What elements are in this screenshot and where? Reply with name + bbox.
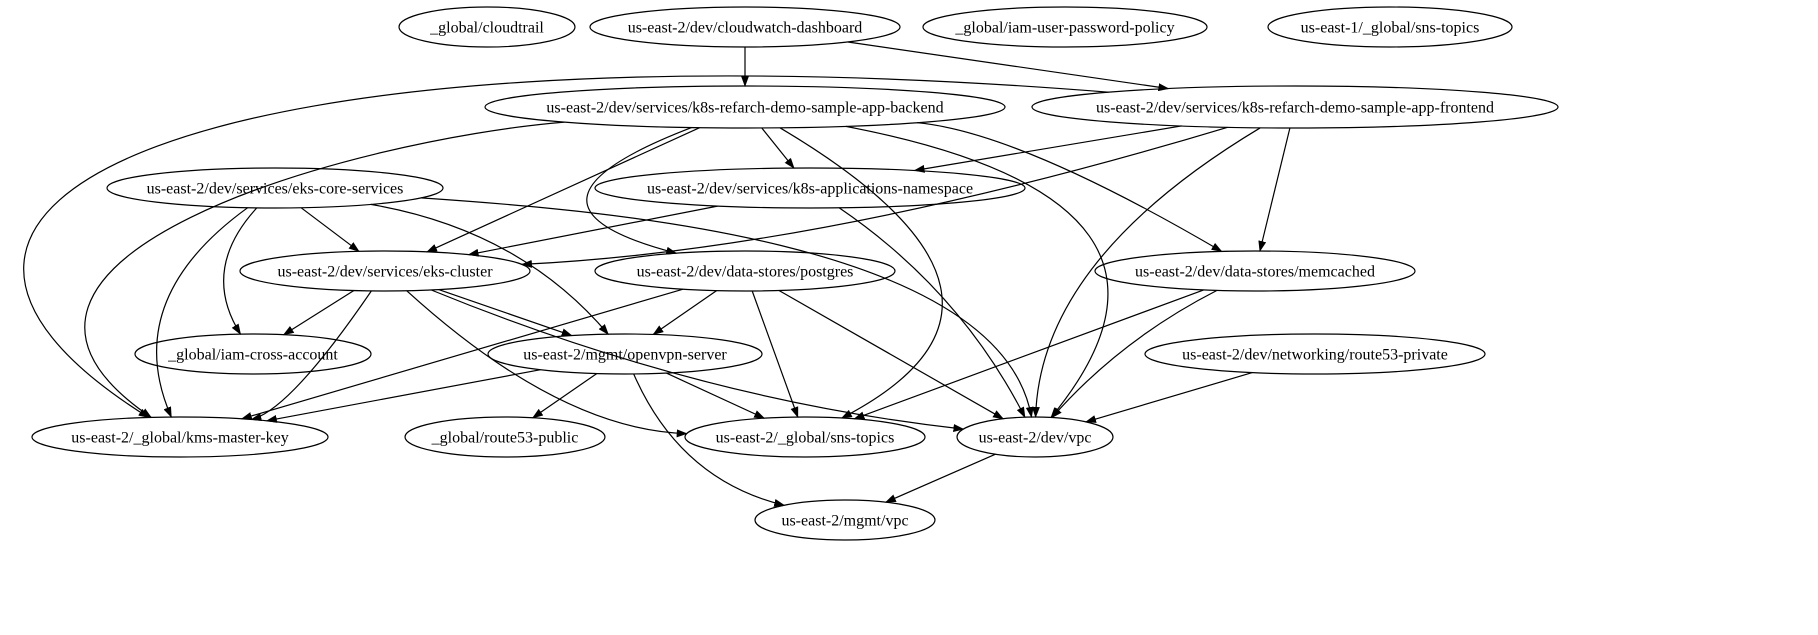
node-label-iam-cross-account: _global/iam-cross-account bbox=[167, 347, 338, 364]
edge-eks-cluster--openvpn-server bbox=[438, 289, 573, 337]
edge-k8s-backend--memcached bbox=[916, 122, 1223, 252]
node-iam-cross-account bbox=[134, 333, 372, 375]
edge-eks-cluster--iam-cross-account bbox=[282, 289, 355, 336]
edge-k8s-backend--eks-cluster bbox=[426, 127, 700, 253]
edge-k8s-frontend--kms-master-key bbox=[23, 75, 1109, 419]
edge-k8s-namespace--eks-cluster bbox=[467, 205, 718, 257]
node-label-sns-topics-use1: us-east-1/_global/sns-topics bbox=[1301, 20, 1480, 37]
edge-eks-core-services--kms-master-key bbox=[156, 207, 249, 418]
edge-k8s-frontend--memcached bbox=[1258, 127, 1291, 252]
edge-openvpn-server--mgmt-vpc bbox=[633, 373, 786, 507]
edge-cloudwatch-dashboard--k8s-frontend bbox=[847, 41, 1170, 92]
edge-route53-private--dev-vpc bbox=[1085, 372, 1253, 423]
edge-openvpn-server--kms-master-key bbox=[265, 369, 541, 423]
node-label-mgmt-vpc: us-east-2/mgmt/vpc bbox=[781, 513, 908, 530]
node-label-dev-vpc: us-east-2/dev/vpc bbox=[979, 430, 1092, 447]
edge-eks-core-services--dev-vpc bbox=[420, 197, 1034, 418]
node-iam-user-password-policy bbox=[922, 6, 1208, 48]
edge-eks-core-services--eks-cluster bbox=[300, 207, 360, 252]
edge-eks-cluster--sns-topics-use2 bbox=[406, 290, 688, 438]
node-label-eks-cluster: us-east-2/dev/services/eks-cluster bbox=[277, 264, 493, 281]
node-layer: _global/cloudtrail us-east-2/dev/cloudwat… bbox=[31, 6, 1559, 541]
edge-memcached--dev-vpc bbox=[1051, 289, 1218, 419]
edge-postgres--kms-master-key bbox=[240, 288, 684, 420]
node-k8s-frontend bbox=[1031, 85, 1559, 129]
edge-eks-cluster--dev-vpc bbox=[431, 289, 965, 432]
node-eks-core-services bbox=[106, 167, 444, 209]
edge-k8s-backend--dev-vpc bbox=[845, 125, 1109, 419]
node-label-openvpn-server: us-east-2/mgmt/openvpn-server bbox=[523, 347, 727, 364]
node-label-route53-public: _global/route53-public bbox=[431, 430, 579, 447]
node-route53-private bbox=[1144, 333, 1486, 375]
node-label-sns-topics-use2: us-east-2/_global/sns-topics bbox=[716, 430, 895, 447]
node-label-eks-core-services: us-east-2/dev/services/eks-core-services bbox=[147, 181, 404, 198]
node-label-cloudwatch-dashboard: us-east-2/dev/cloudwatch-dashboard bbox=[628, 20, 863, 37]
node-label-postgres: us-east-2/dev/data-stores/postgres bbox=[637, 264, 854, 281]
edge-k8s-frontend--k8s-namespace bbox=[913, 125, 1182, 173]
edge-openvpn-server--sns-topics-use2 bbox=[666, 372, 766, 419]
edge-k8s-namespace--dev-vpc bbox=[838, 207, 1026, 419]
node-mgmt-vpc bbox=[754, 499, 936, 541]
edge-eks-core-services--openvpn-server bbox=[370, 203, 609, 335]
edge-memcached--sns-topics-use2 bbox=[853, 289, 1204, 420]
edge-eks-cluster--kms-master-key bbox=[250, 290, 372, 421]
edge-layer bbox=[23, 41, 1291, 507]
edge-k8s-frontend--eks-cluster bbox=[520, 126, 1228, 268]
node-route53-public bbox=[404, 416, 606, 458]
node-cloudtrail bbox=[398, 6, 576, 48]
node-label-route53-private: us-east-2/dev/networking/route53-private bbox=[1182, 347, 1448, 364]
node-label-memcached: us-east-2/dev/data-stores/memcached bbox=[1135, 264, 1375, 281]
node-label-k8s-backend: us-east-2/dev/services/k8s-refarch-demo-… bbox=[546, 100, 943, 117]
node-label-cloudtrail: _global/cloudtrail bbox=[429, 20, 544, 37]
edge-k8s-backend--postgres bbox=[586, 127, 692, 255]
edge-k8s-backend--k8s-namespace bbox=[761, 127, 795, 169]
edge-postgres--openvpn-server bbox=[652, 290, 717, 335]
node-eks-cluster bbox=[239, 250, 531, 292]
node-kms-master-key bbox=[31, 416, 329, 458]
edge-eks-core-services--iam-cross-account bbox=[223, 207, 258, 335]
edge-postgres--sns-topics-use2 bbox=[751, 290, 799, 418]
node-label-k8s-namespace: us-east-2/dev/services/k8s-applications-… bbox=[647, 181, 973, 198]
edge-k8s-backend--sns-topics-use2 bbox=[779, 127, 943, 419]
node-memcached bbox=[1094, 250, 1416, 292]
node-sns-topics-use1 bbox=[1267, 6, 1513, 48]
node-label-iam-user-password-policy: _global/iam-user-password-policy bbox=[954, 20, 1174, 37]
node-label-k8s-frontend: us-east-2/dev/services/k8s-refarch-demo-… bbox=[1096, 100, 1494, 117]
edge-openvpn-server--route53-public bbox=[531, 373, 598, 419]
node-label-kms-master-key: us-east-2/_global/kms-master-key bbox=[71, 430, 288, 447]
edge-k8s-backend--kms-master-key bbox=[84, 121, 565, 418]
node-postgres bbox=[594, 250, 896, 292]
node-k8s-namespace bbox=[594, 167, 1026, 209]
node-openvpn-server bbox=[487, 333, 763, 375]
edge-dev-vpc--mgmt-vpc bbox=[884, 453, 996, 503]
edge-k8s-frontend--dev-vpc bbox=[1031, 127, 1261, 418]
edge-postgres--dev-vpc bbox=[778, 289, 1004, 420]
